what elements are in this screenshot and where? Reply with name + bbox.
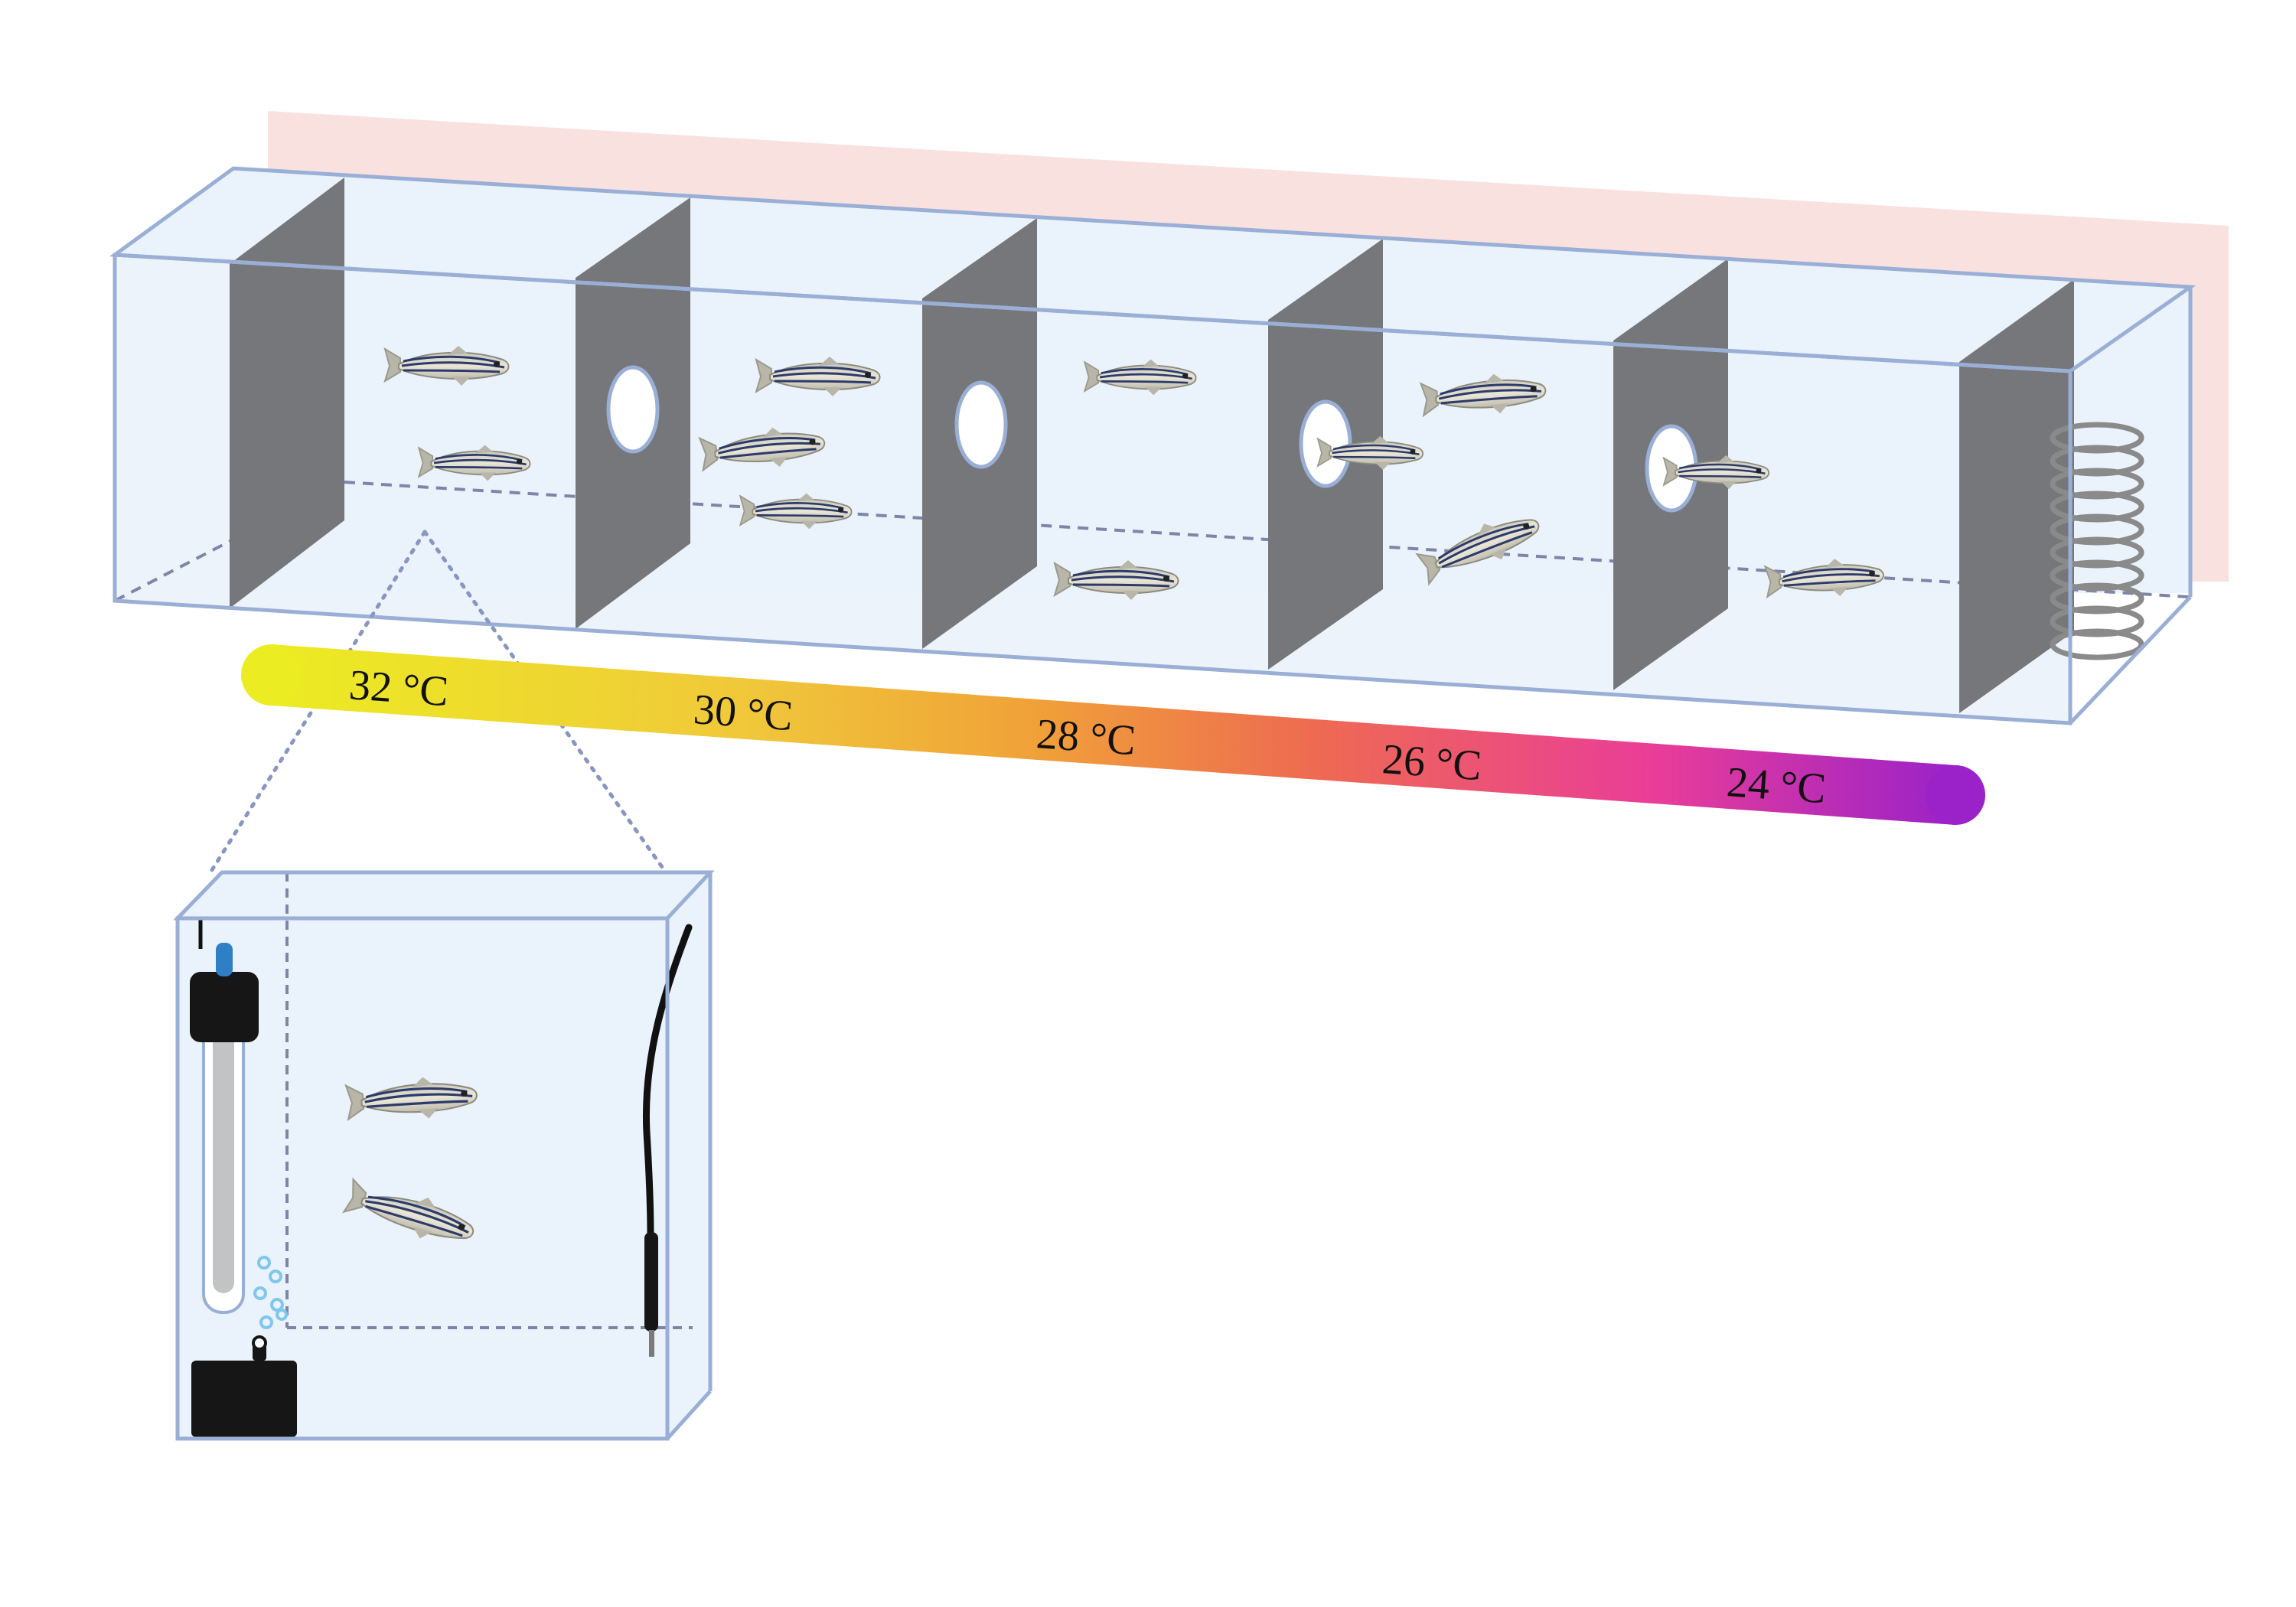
aquarium-heater-icon (190, 918, 259, 1314)
inset-tank-fill (178, 872, 710, 1439)
temperature-label: 26 °C (1381, 735, 1483, 790)
passage-hole (954, 380, 1008, 469)
air-pump-icon (191, 1335, 297, 1437)
divider-wall (1959, 279, 2074, 713)
air-bubbles (253, 1256, 288, 1329)
passage-hole (606, 365, 660, 454)
divider-wall (230, 178, 344, 608)
temperature-label: 24 °C (1725, 758, 1828, 813)
cooling-coil-icon (2050, 422, 2144, 660)
gradient-cap-right (1926, 765, 1985, 825)
tank-edges (109, 166, 2197, 725)
thermometer-probe-icon (642, 924, 693, 1357)
gradient-cap-left (241, 644, 302, 706)
temperature-label: 32 °C (347, 661, 450, 715)
zoom-guide (208, 530, 668, 875)
inset-tank (173, 870, 715, 1441)
temperature-label: 30 °C (692, 686, 794, 740)
floor-dashed-line (344, 481, 2190, 598)
temperature-gradient-fill (272, 644, 1955, 825)
temperature-gradient-bar: 32 °C 30 °C 28 °C 26 °C 24 °C (241, 644, 1985, 825)
inset-tank-edges (173, 870, 715, 1441)
temperature-label: 28 °C (1035, 710, 1137, 764)
